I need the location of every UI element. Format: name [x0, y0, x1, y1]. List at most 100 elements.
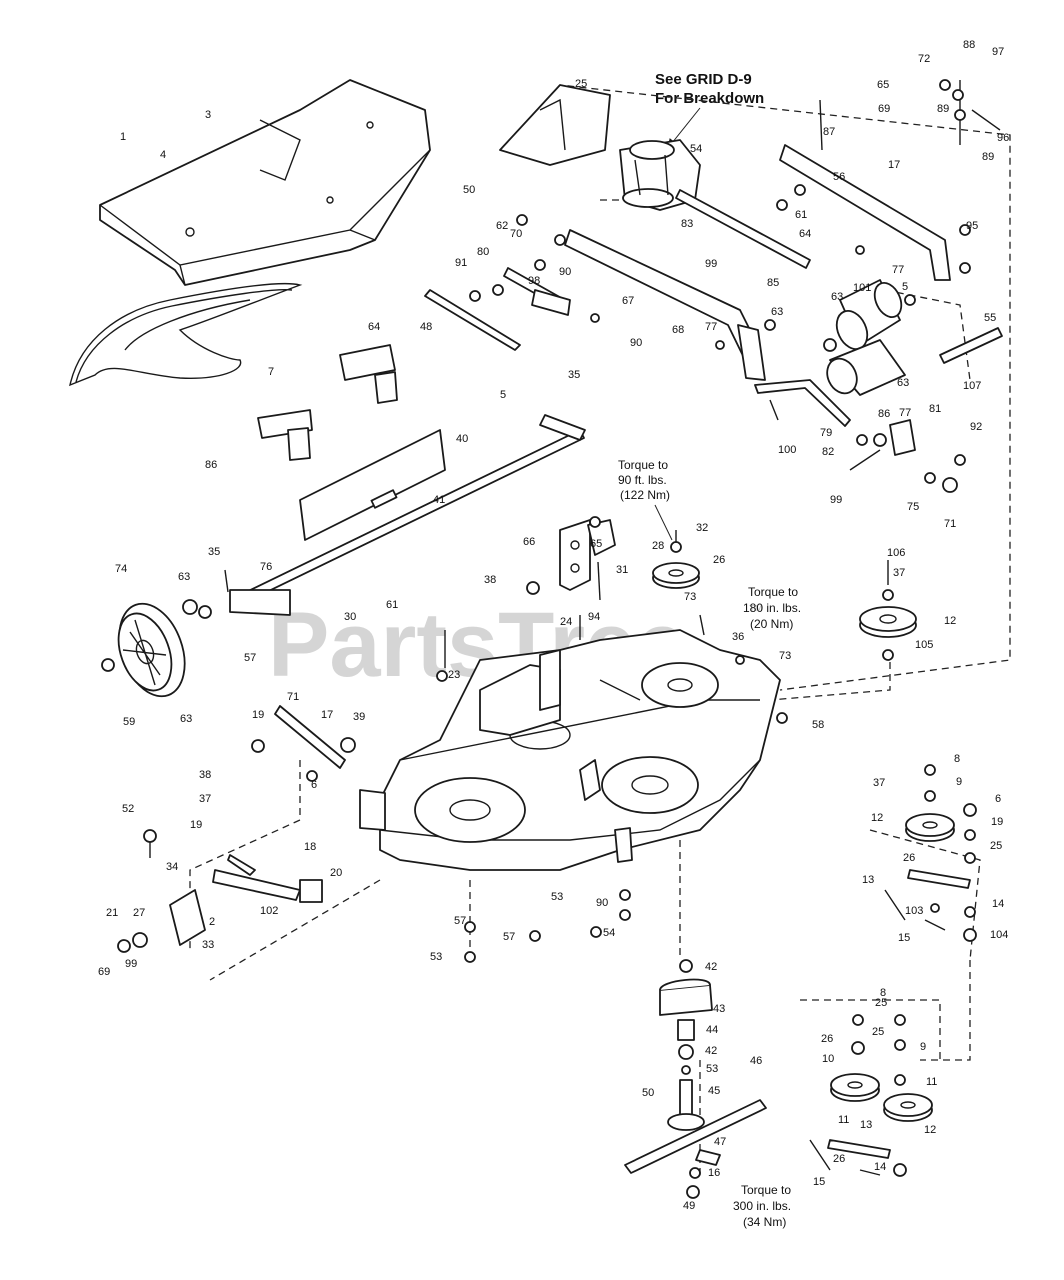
part-callout-34: 34 — [166, 861, 178, 873]
part-callout-10: 10 — [822, 1053, 834, 1065]
part-callout-25: 25 — [872, 1026, 884, 1038]
part-callout-61: 61 — [795, 209, 807, 221]
part-callout-73: 73 — [779, 650, 791, 662]
part-callout-25: 25 — [875, 997, 887, 1009]
part-callout-86: 86 — [205, 459, 217, 471]
part-callout-100: 100 — [778, 444, 796, 456]
part-callout-35: 35 — [568, 369, 580, 381]
part-callout-38: 38 — [484, 574, 496, 586]
part-callout-53: 53 — [430, 951, 442, 963]
part-callout-24: 24 — [560, 616, 572, 628]
deck-hanger-bracket — [526, 516, 616, 595]
torque-note-300-line1: Torque to — [741, 1183, 791, 1197]
mounting-plate-54 — [499, 84, 611, 166]
part-callout-86: 86 — [878, 408, 890, 420]
part-callout-71: 71 — [287, 691, 299, 703]
part-callout-50: 50 — [642, 1087, 654, 1099]
part-callout-96: 96 — [997, 132, 1009, 144]
part-callout-54: 54 — [603, 927, 615, 939]
part-callout-56: 56 — [833, 171, 845, 183]
part-callout-79: 79 — [820, 427, 832, 439]
part-callout-6: 6 — [995, 793, 1001, 805]
part-callout-77: 77 — [892, 264, 904, 276]
part-callout-68: 68 — [672, 324, 684, 336]
part-callout-107: 107 — [963, 380, 981, 392]
part-callout-37: 37 — [873, 777, 885, 789]
part-callout-31: 31 — [616, 564, 628, 576]
part-callout-54: 54 — [690, 143, 702, 155]
part-callout-71: 71 — [944, 518, 956, 530]
part-callout-19: 19 — [991, 816, 1003, 828]
part-callout-9: 9 — [956, 776, 962, 788]
part-callout-16: 16 — [708, 1167, 720, 1179]
part-callout-59: 59 — [123, 716, 135, 728]
part-callout-90: 90 — [630, 337, 642, 349]
part-callout-13: 13 — [862, 874, 874, 886]
grid-reference-line1: See GRID D-9 — [655, 71, 752, 88]
part-callout-8: 8 — [880, 987, 886, 999]
part-callout-50: 50 — [463, 184, 475, 196]
part-callout-21: 21 — [106, 907, 118, 919]
electric-clutch — [823, 279, 916, 396]
part-callout-74: 74 — [115, 563, 127, 575]
part-callout-25: 25 — [990, 840, 1002, 852]
part-callout-102: 102 — [260, 905, 278, 917]
part-callout-63: 63 — [771, 306, 783, 318]
part-callout-13: 13 — [860, 1119, 872, 1131]
torque-note-180-line2: 180 in. lbs. — [743, 601, 801, 615]
part-callout-106: 106 — [887, 547, 905, 559]
part-callout-20: 20 — [330, 867, 342, 879]
part-callout-63: 63 — [831, 291, 843, 303]
part-callout-17: 17 — [321, 709, 333, 721]
part-callout-44: 44 — [706, 1024, 718, 1036]
right-idler-pulley — [859, 560, 917, 661]
part-callout-103: 103 — [905, 905, 923, 917]
part-callout-41: 41 — [433, 494, 445, 506]
part-callout-88: 88 — [963, 39, 975, 51]
deck-housing — [359, 629, 781, 871]
torque-note-90-line1: Torque to — [618, 458, 668, 472]
part-callout-81: 81 — [929, 403, 941, 415]
part-callout-77: 77 — [705, 321, 717, 333]
part-callout-11: 11 — [838, 1114, 849, 1126]
rod-5 — [424, 289, 521, 351]
drive-belt — [69, 282, 303, 387]
part-callout-5: 5 — [902, 281, 908, 293]
grid-reference-note: See GRID D-9 For Breakdown — [655, 71, 764, 150]
part-callout-43: 43 — [713, 1003, 725, 1015]
part-callout-99: 99 — [830, 494, 842, 506]
part-callout-5: 5 — [500, 389, 506, 401]
deck-bolts — [224, 569, 788, 963]
part-callout-69: 69 — [878, 103, 890, 115]
torque-note-90: Torque to 90 ft. lbs. (122 Nm) — [618, 458, 673, 541]
part-callout-63: 63 — [180, 713, 192, 725]
part-callout-57: 57 — [454, 915, 466, 927]
torque-note-180: Torque to 180 in. lbs. (20 Nm) — [743, 585, 801, 631]
part-callout-52: 52 — [122, 803, 134, 815]
part-callout-14: 14 — [874, 1161, 886, 1173]
idler-arm-assembly — [884, 764, 977, 942]
part-callout-66: 66 — [523, 536, 535, 548]
watermark-trademark: ™ — [748, 603, 764, 620]
part-callout-12: 12 — [924, 1124, 936, 1136]
part-callout-97: 97 — [992, 46, 1004, 58]
part-callout-63: 63 — [178, 571, 190, 583]
part-callout-36: 36 — [732, 631, 744, 643]
torque-note-300-line3: (34 Nm) — [743, 1215, 786, 1229]
part-callout-57: 57 — [244, 652, 256, 664]
part-callout-53: 53 — [551, 891, 563, 903]
part-callout-8: 8 — [954, 753, 960, 765]
part-callout-23: 23 — [448, 669, 460, 681]
part-callout-27: 27 — [133, 907, 145, 919]
part-callout-76: 76 — [260, 561, 272, 573]
torque-note-90-line2: 90 ft. lbs. — [618, 473, 667, 487]
part-callout-12: 12 — [871, 812, 883, 824]
part-callout-61: 61 — [386, 599, 398, 611]
torque-note-300-line2: 300 in. lbs. — [733, 1199, 791, 1213]
part-callout-42: 42 — [705, 961, 717, 973]
part-callout-98: 98 — [528, 275, 540, 287]
linkage-bolts — [469, 79, 1001, 350]
belt-cover — [99, 79, 431, 286]
part-callout-3: 3 — [205, 109, 211, 121]
